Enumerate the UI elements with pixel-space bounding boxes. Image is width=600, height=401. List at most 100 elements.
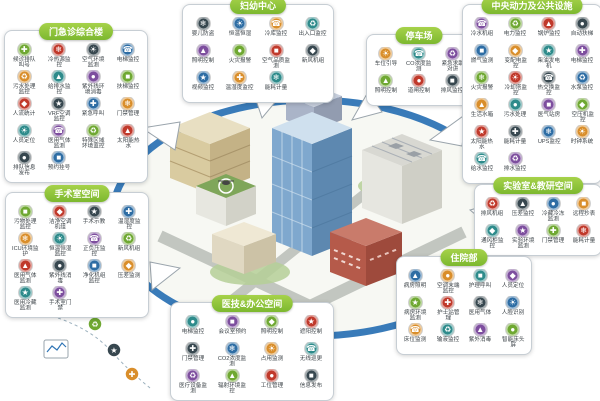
monitor-item[interactable]: ✚电梯监控 [566,44,600,71]
monitor-item[interactable]: ☀恒温恒湿监控 [43,232,78,259]
monitor-item[interactable]: ♻出入口监控 [295,17,332,44]
monitor-item[interactable]: ●自动扶梯 [566,17,600,44]
monitor-item[interactable]: ❄UPS监控 [532,125,566,152]
monitor-item[interactable]: ●空调末端监控 [432,269,465,296]
monitor-item[interactable]: ✚门禁管理 [538,224,569,251]
monitor-item[interactable]: ✚温湿度监控 [112,205,147,232]
monitor-item[interactable]: ☎热交换监控 [532,71,566,98]
monitor-item[interactable]: ✚紧急呼叫 [76,97,111,124]
monitor-item[interactable]: ☎电梯监控 [111,43,146,70]
monitor-item[interactable]: ▲病房照明 [399,269,432,296]
monitor-item[interactable]: ☀恒温恒湿 [222,17,259,44]
monitor-item[interactable]: ☀时钟系统 [566,125,600,152]
monitor-item[interactable]: ▲给排水监控 [42,70,77,97]
monitor-item[interactable]: ♻紧急求助对讲 [436,47,469,74]
monitor-item[interactable]: ✚能耗计量 [499,125,533,152]
monitor-item[interactable]: ■信息发布 [292,369,332,396]
monitor-item[interactable]: ❄能耗计量 [569,224,600,251]
monitor-item[interactable]: ♻排风机组 [477,197,508,224]
monitor-item[interactable]: ■燃气监测 [465,44,499,71]
monitor-item[interactable]: ▲辐射环境监控 [213,369,253,396]
monitor-item[interactable]: ▲锅炉监控 [532,17,566,44]
monitor-item[interactable]: ♻排水监控 [499,152,533,179]
monitor-item[interactable]: ●冷藏冷冻监测 [538,197,569,224]
monitor-item[interactable]: ★手术示教 [77,205,112,232]
monitor-item[interactable]: ♻新风机组 [112,232,147,259]
monitor-item[interactable]: ◆洁净空调机组 [43,205,78,232]
monitor-item[interactable]: ☀空气环境监测 [76,43,111,70]
monitor-item[interactable]: ●智能床头屏 [497,323,530,350]
monitor-item[interactable]: ■污物处理监控 [8,205,43,232]
monitor-item[interactable]: ♻水泵监控 [566,71,600,98]
monitor-item[interactable]: ❄门禁管理 [111,97,146,124]
monitor-item[interactable]: ▲太阳能热水 [111,124,146,151]
monitor-item[interactable]: ✚门禁管理 [173,342,213,369]
monitor-item[interactable]: ♻医疗设备监测 [173,369,213,396]
monitor-item[interactable]: ●紫外线消毒 [43,259,78,286]
monitor-item[interactable]: ■医气站房 [532,98,566,125]
monitor-item[interactable]: ♻输液监控 [432,323,465,350]
monitor-item[interactable]: ☎冷库监控 [258,17,295,44]
monitor-item[interactable]: ▲紫外消毒 [464,323,497,350]
monitor-item[interactable]: ●火灾报警 [222,44,259,71]
monitor-item[interactable]: ▲照明控制 [369,74,402,101]
monitor-item[interactable]: ★医用冷藏监测 [8,286,43,313]
monitor-item[interactable]: ◆空压机监控 [566,98,600,125]
monitor-item[interactable]: ■排风监控 [436,74,469,101]
monitor-item[interactable]: ❄ICU环境监护 [8,232,43,259]
monitor-item[interactable]: ◆变配电监控 [499,44,533,71]
monitor-item[interactable]: ✚候诊排队叫号 [7,43,42,70]
monitor-item[interactable]: ☎无线巡更 [292,342,332,369]
monitor-item[interactable]: ★实验环境监测 [508,224,539,251]
monitor-item[interactable]: ✚护士站管理 [432,296,465,323]
monitor-item[interactable]: ❄婴儿防盗 [185,17,222,44]
monitor-item[interactable]: ☎正负压监控 [77,232,112,259]
monitor-item[interactable]: ☎给水监控 [465,152,499,179]
monitor-item[interactable]: ■扶梯监控 [111,70,146,97]
monitor-item[interactable]: ☎冷水机组 [465,17,499,44]
monitor-item[interactable]: ◆新风机组 [295,44,332,71]
monitor-item[interactable]: ■会议室预约 [213,315,253,342]
monitor-item[interactable]: ▲压差监控 [508,197,539,224]
monitor-item[interactable]: ☀占用监测 [252,342,292,369]
monitor-item[interactable]: ✚温湿度监控 [222,71,259,98]
monitor-item[interactable]: ❄能耗计量 [258,71,295,98]
monitor-item[interactable]: ☎医用气体监测 [42,124,77,151]
monitor-item[interactable]: ★遮阳控制 [292,315,332,342]
monitor-item[interactable]: ◆通风柜监控 [477,224,508,251]
monitor-item[interactable]: ☀人员定位 [7,124,42,151]
monitor-item[interactable]: ❄火灾报警 [465,71,499,98]
monitor-item[interactable]: ▲医用气体监测 [8,259,43,286]
monitor-item[interactable]: ❄医用气体 [464,296,497,323]
monitor-item[interactable]: ★太阳能热水 [465,125,499,152]
monitor-item[interactable]: ●工位管理 [252,369,292,396]
monitor-item[interactable]: ☀车位引导 [369,47,402,74]
monitor-item[interactable]: ■护理呼叫 [464,269,497,296]
monitor-item[interactable]: ●道闸控制 [402,74,435,101]
monitor-item[interactable]: ☎CO浓度监测 [402,47,435,74]
monitor-item[interactable]: ■空气品质监测 [258,44,295,71]
monitor-item[interactable]: ★柴油发电机 [532,44,566,71]
monitor-item[interactable]: ☎床位监测 [399,323,432,350]
monitor-item[interactable]: ☀人脸识别 [497,296,530,323]
monitor-item[interactable]: ♻电力监控 [499,17,533,44]
monitor-item[interactable]: ✚手术室门禁 [43,286,78,313]
monitor-item[interactable]: ●紫外线环境消毒 [76,70,111,97]
monitor-item[interactable]: ♻污水处理监控 [7,70,42,97]
monitor-item[interactable]: ■净化机组监控 [77,259,112,286]
monitor-item[interactable]: ★病房环境监测 [399,296,432,323]
monitor-item[interactable]: ☀冷却塔监控 [499,71,533,98]
monitor-item[interactable]: ★视频监控 [185,71,222,98]
monitor-item[interactable]: ❄冷热源监控 [42,43,77,70]
monitor-item[interactable]: ❄CO2浓度监测 [213,342,253,369]
monitor-item[interactable]: ★VRF空调监控 [42,97,77,124]
monitor-item[interactable]: ■远程抄表 [569,197,600,224]
monitor-item[interactable]: ■预约挂号 [42,151,77,178]
monitor-item[interactable]: ◆照明控制 [252,315,292,342]
monitor-item[interactable]: ●排队信息发布 [7,151,42,178]
monitor-item[interactable]: ●污水处理 [499,98,533,125]
monitor-item[interactable]: ●电梯监控 [173,315,213,342]
monitor-item[interactable]: ◆压差监测 [112,259,147,286]
monitor-item[interactable]: ▲生活水箱 [465,98,499,125]
monitor-item[interactable]: ♻特殊区域环境监控 [76,124,111,151]
